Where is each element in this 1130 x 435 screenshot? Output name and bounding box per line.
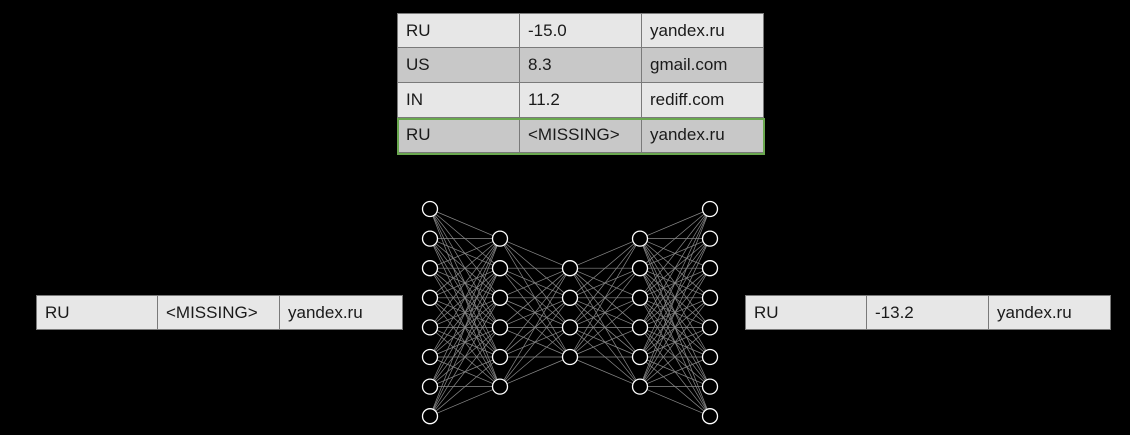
network-edge [429, 238, 501, 299]
network-edge [429, 356, 501, 417]
cell-value: 8.3 [520, 48, 642, 83]
network-edge [429, 208, 501, 239]
network-node [491, 378, 509, 395]
network-edge [499, 356, 571, 387]
network-edge [639, 208, 711, 387]
network-node [701, 289, 719, 306]
network-edge [499, 267, 571, 358]
network-edge [499, 297, 571, 387]
network-node [701, 260, 719, 277]
input-cell-domain: yandex.ru [280, 295, 403, 330]
network-node [421, 378, 439, 395]
network-edge [569, 297, 641, 358]
network-edge [569, 327, 641, 358]
input-cell-country: RU [36, 295, 158, 330]
network-node [701, 200, 719, 218]
neural-network-diagram [421, 200, 719, 425]
network-node [701, 348, 719, 366]
cell-domain: rediff.com [642, 83, 764, 118]
network-edge [639, 208, 711, 269]
network-edge [429, 268, 501, 417]
network-edge [429, 238, 501, 269]
input-record: RU <MISSING> yandex.ru [36, 295, 403, 330]
network-node [491, 348, 509, 366]
cell-domain: yandex.ru [642, 118, 764, 153]
network-edge [639, 208, 711, 358]
network-edge [569, 238, 641, 358]
network-node [491, 319, 509, 336]
network-edge [429, 386, 501, 417]
network-edge [499, 238, 571, 269]
input-cell-value: <MISSING> [158, 295, 280, 330]
network-node [561, 289, 579, 306]
network-node [421, 260, 439, 277]
network-node [631, 260, 649, 277]
network-node [561, 260, 579, 277]
network-node [701, 408, 719, 425]
network-node [421, 319, 439, 336]
network-node [561, 348, 579, 366]
network-edge [569, 267, 641, 358]
network-node [421, 408, 439, 425]
network-edge [639, 238, 711, 387]
network-edge [639, 327, 711, 387]
network-nodes [421, 200, 719, 425]
cell-value: -15.0 [520, 13, 642, 48]
network-edge [429, 238, 501, 328]
network-edge [639, 268, 711, 387]
network-node [631, 378, 649, 395]
network-edge [569, 238, 641, 299]
network-node [631, 348, 649, 366]
network-edge [569, 356, 641, 387]
network-edge [639, 297, 711, 387]
network-edge [569, 238, 641, 269]
cell-domain: yandex.ru [642, 13, 764, 48]
network-edge [499, 327, 571, 387]
network-node [421, 289, 439, 306]
network-node [701, 319, 719, 336]
output-record: RU -13.2 yandex.ru [745, 295, 1111, 330]
network-edge [429, 297, 501, 417]
network-edge [639, 208, 711, 328]
network-edge [639, 208, 711, 239]
network-node [421, 230, 439, 247]
network-node [701, 230, 719, 247]
output-cell-domain: yandex.ru [989, 295, 1111, 330]
cell-country: RU [397, 118, 520, 153]
cell-country: IN [397, 83, 520, 118]
network-edge [429, 327, 501, 417]
network-node [491, 260, 509, 277]
network-edges [429, 208, 711, 417]
network-edge [429, 238, 501, 417]
cell-value-missing: <MISSING> [520, 118, 642, 153]
network-node [631, 289, 649, 306]
network-edge [639, 208, 711, 299]
output-cell-country: RU [745, 295, 867, 330]
network-node [421, 200, 439, 218]
network-node [631, 319, 649, 336]
network-edge [639, 356, 711, 387]
network-edge [499, 267, 571, 299]
network-node [491, 289, 509, 306]
cell-country: RU [397, 13, 520, 48]
network-node [631, 230, 649, 247]
network-node [491, 230, 509, 247]
top-data-table: RU -15.0 yandex.ru US 8.3 gmail.com IN 1… [397, 13, 764, 153]
network-node [701, 378, 719, 395]
output-cell-value: -13.2 [867, 295, 989, 330]
network-edge [569, 238, 641, 328]
network-edge [429, 238, 501, 387]
cell-country: US [397, 48, 520, 83]
network-edge [499, 268, 571, 387]
cell-value: 11.2 [520, 83, 642, 118]
cell-domain: gmail.com [642, 48, 764, 83]
network-node [561, 319, 579, 336]
network-edge [429, 238, 501, 358]
network-edge [499, 267, 571, 328]
network-node [421, 348, 439, 366]
network-edge [639, 386, 711, 417]
